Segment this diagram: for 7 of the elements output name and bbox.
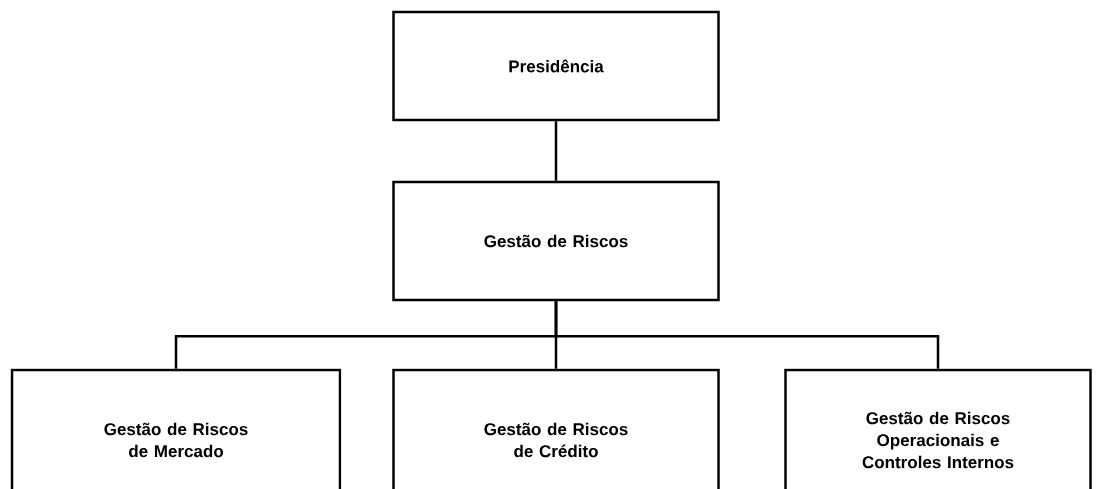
org-box: Presidência	[392, 10, 720, 122]
connector-line	[554, 121, 558, 181]
org-box: Gestão de Riscos Operacionais e Controles Internos	[784, 368, 1092, 489]
org-box: Gestão de Riscos de Crédito	[392, 368, 720, 489]
org-box: Gestão de Riscos de Mercado	[10, 368, 342, 489]
org-box: Gestão de Riscos	[392, 180, 720, 302]
connector-line	[554, 301, 940, 369]
